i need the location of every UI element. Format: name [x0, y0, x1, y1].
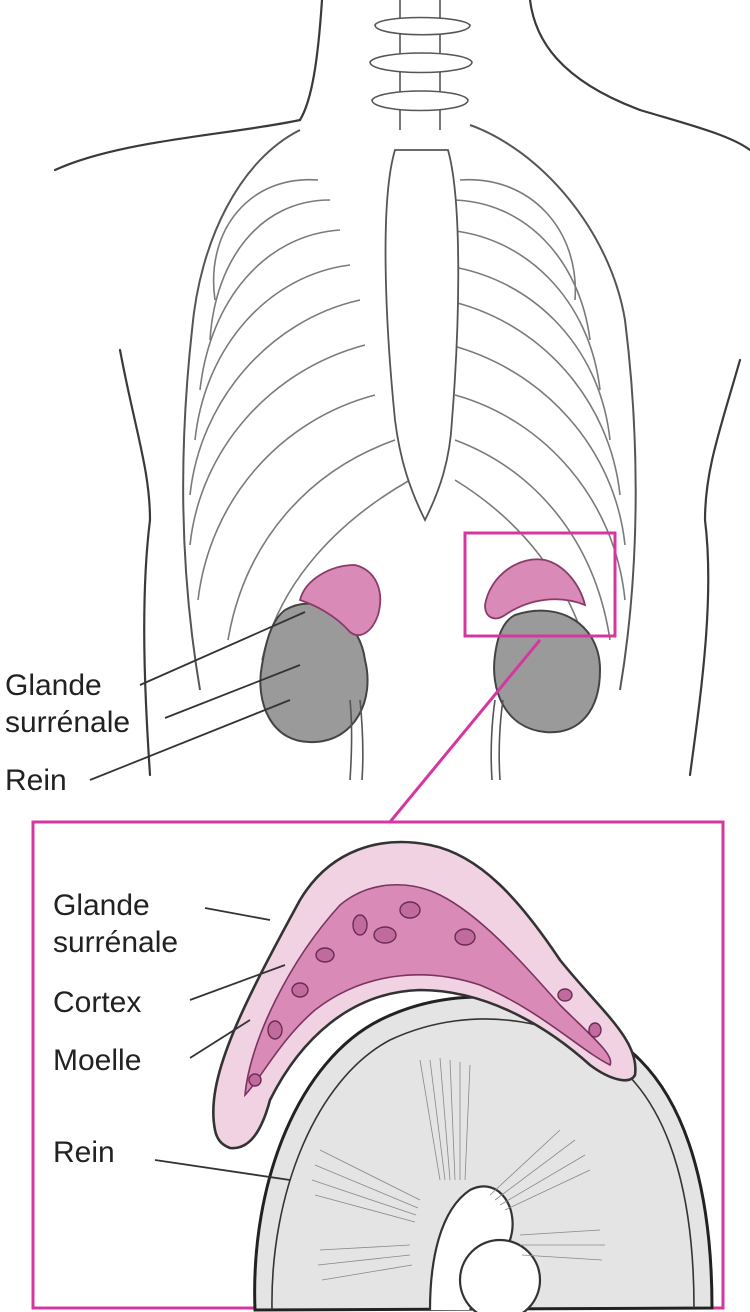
- sternum: [384, 149, 460, 523]
- torso-outline: [53, 0, 750, 777]
- top-leader-lines: [89, 611, 306, 781]
- right-adrenal-gland: [484, 558, 587, 620]
- label-adrenal-gland-top-line1: Glande: [5, 669, 102, 702]
- ribcage: [182, 124, 637, 691]
- label-adrenal-gland-inset-line1: Glande: [53, 889, 150, 922]
- inset-kidney: [253, 995, 714, 1312]
- highlight-box: [463, 531, 617, 638]
- label-medulla: Moelle: [53, 1044, 141, 1077]
- left-adrenal-gland: [298, 564, 382, 637]
- inset-adrenal-gland: [212, 840, 637, 1150]
- label-kidney-inset: Rein: [53, 1136, 115, 1169]
- label-kidney-top: Rein: [5, 764, 67, 797]
- label-cortex: Cortex: [53, 986, 141, 1019]
- label-adrenal-gland-top-line2: surrénale: [5, 706, 130, 739]
- right-kidney: [490, 609, 602, 781]
- inset-leader-lines: [154, 907, 291, 1181]
- zoom-connector: [388, 639, 542, 823]
- left-kidney: [259, 602, 369, 781]
- spine: [369, 0, 473, 130]
- label-adrenal-gland-inset-line2: surrénale: [53, 926, 178, 959]
